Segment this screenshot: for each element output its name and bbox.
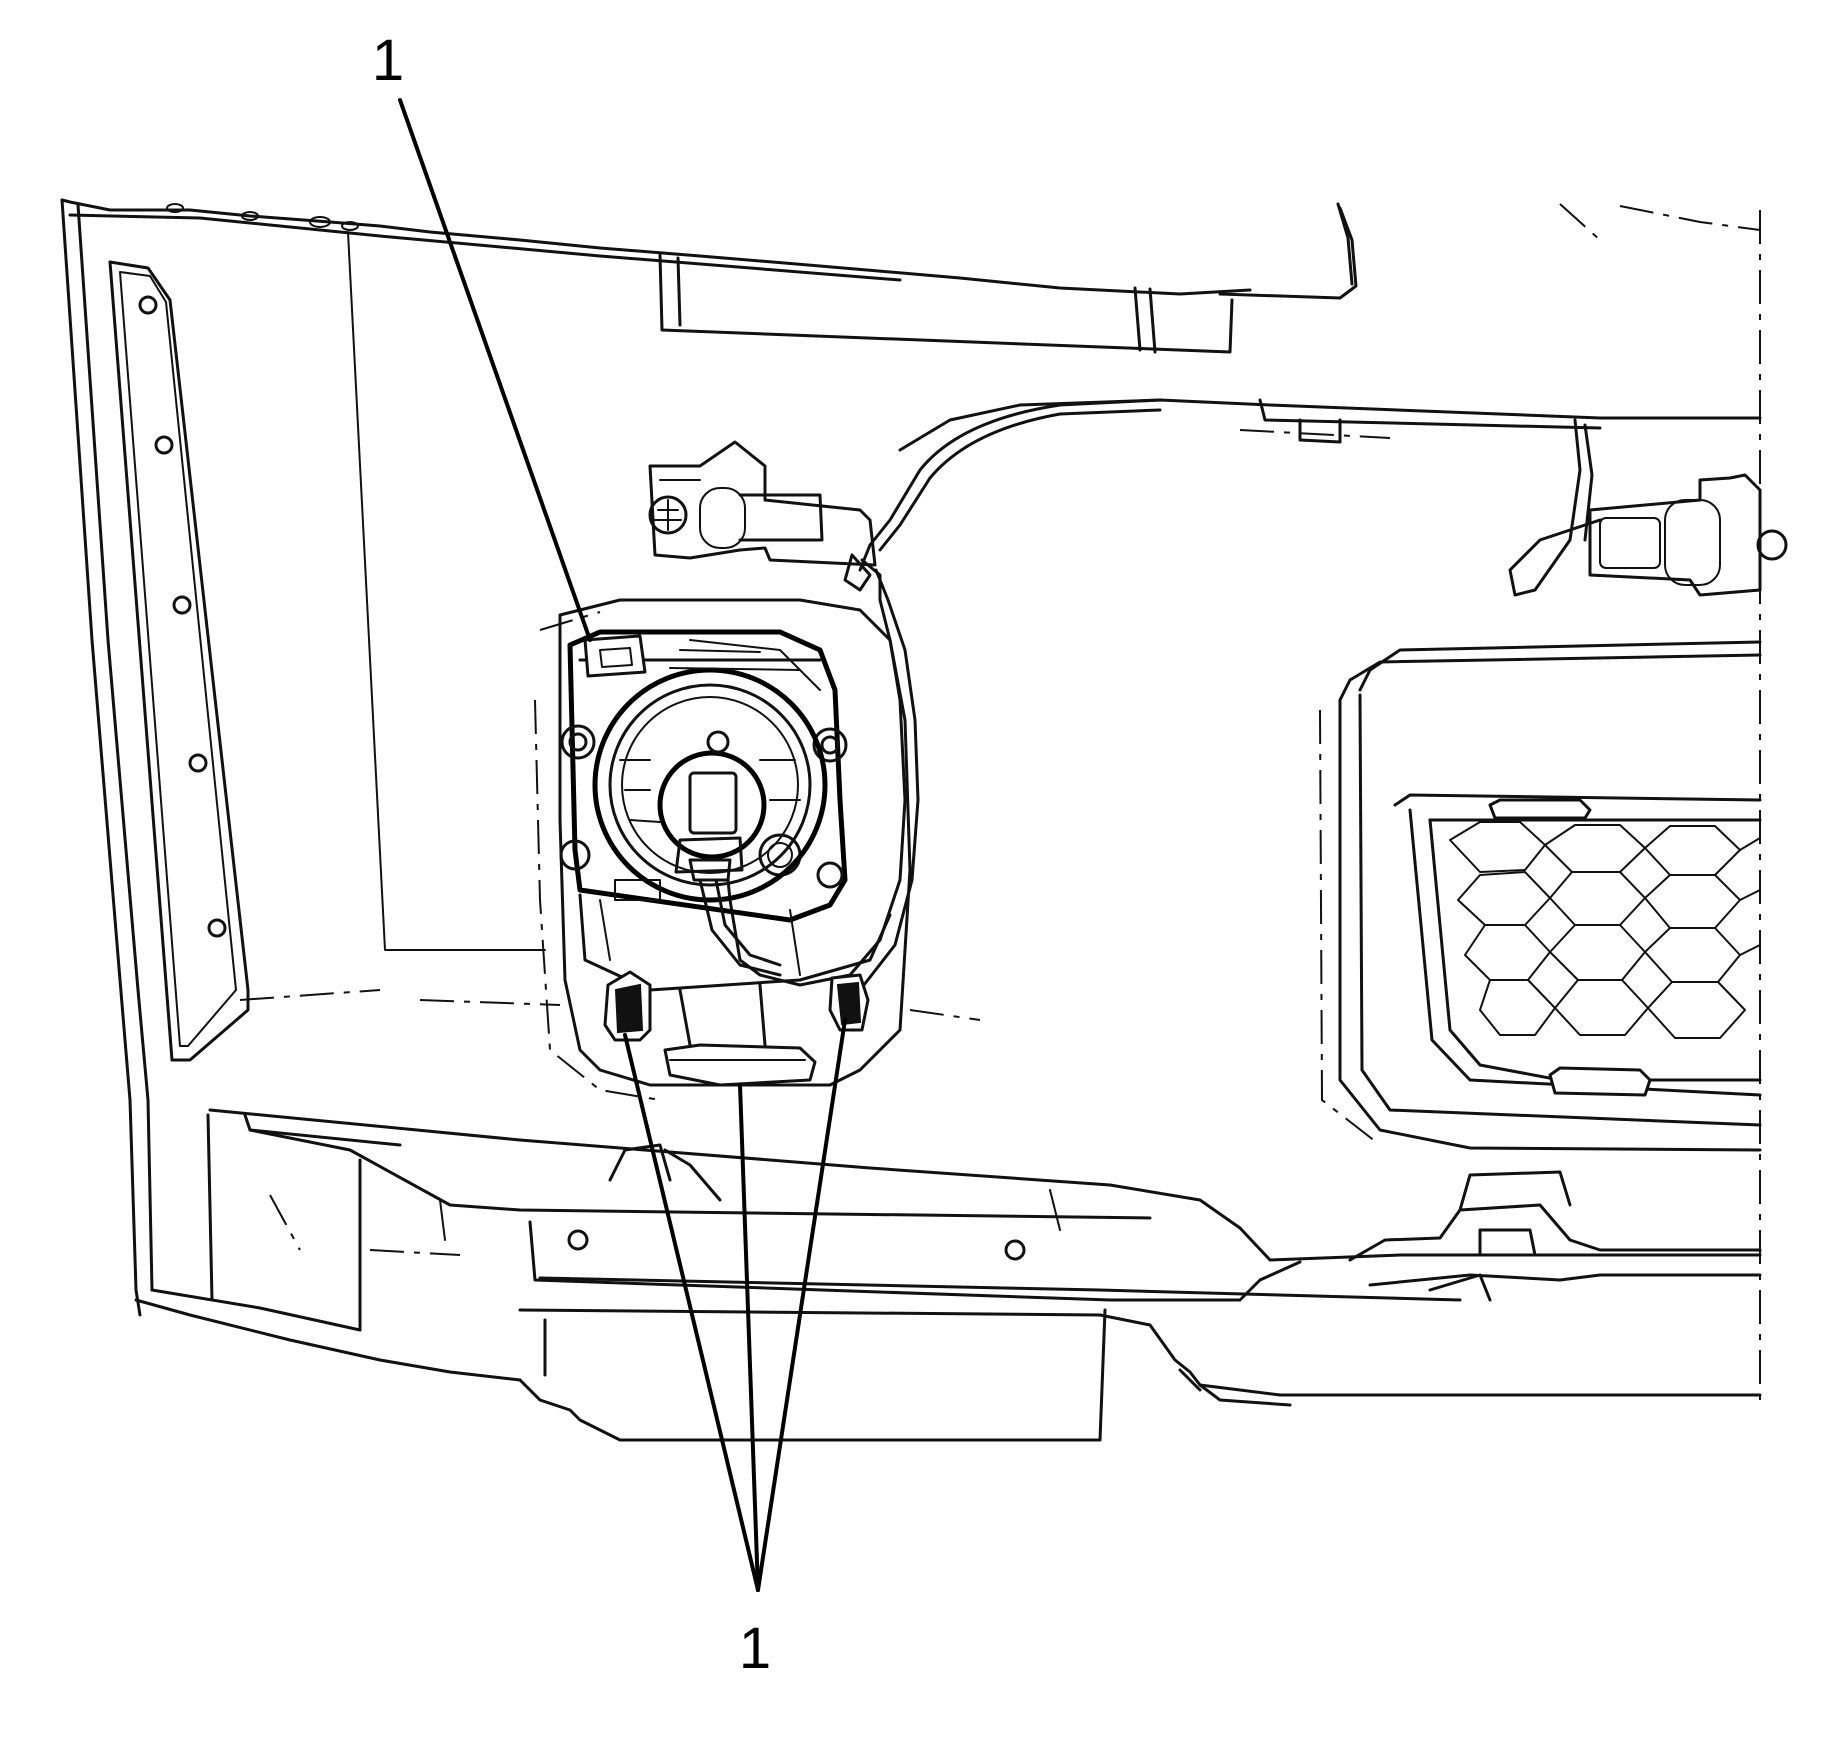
callout-leaders (398, 98, 847, 1592)
lower-retaining-tab (663, 1043, 817, 1087)
bolt-hole (188, 753, 208, 773)
fog-lamp-assembly (534, 598, 912, 1101)
bolt-hole (207, 918, 227, 938)
callout-label-bottom: 1 (739, 1616, 771, 1681)
leader-line-top (398, 98, 592, 642)
upper-panel (658, 202, 1761, 354)
left-headlamp-connector (648, 440, 877, 567)
top-marking-circle (648, 495, 688, 535)
bolt-hole (138, 295, 158, 315)
wiring-harness (726, 398, 1602, 992)
leader-line-bottom-left (623, 1033, 760, 1592)
right-headlamp-connector (1588, 473, 1788, 597)
bolt-hole (154, 435, 174, 455)
leader-line-bottom-center (738, 1083, 760, 1592)
mounting-boss (560, 724, 596, 760)
bumper-fascia (60, 198, 1252, 1382)
lower-grille (1319, 640, 1762, 1152)
upper-grille-line (898, 398, 1762, 452)
bulb-socket (657, 750, 767, 860)
lower-bumper (206, 989, 1762, 1442)
bolt-hole (1004, 1239, 1026, 1261)
honeycomb-mesh (1449, 821, 1761, 1039)
bolt-hole (172, 595, 192, 615)
leader-line-bottom-right (756, 1018, 847, 1592)
fog-lamp-ring (592, 667, 828, 903)
mounting-boss (812, 727, 848, 763)
callout-label-top: 1 (372, 28, 404, 93)
bolt-hole (567, 1229, 589, 1251)
